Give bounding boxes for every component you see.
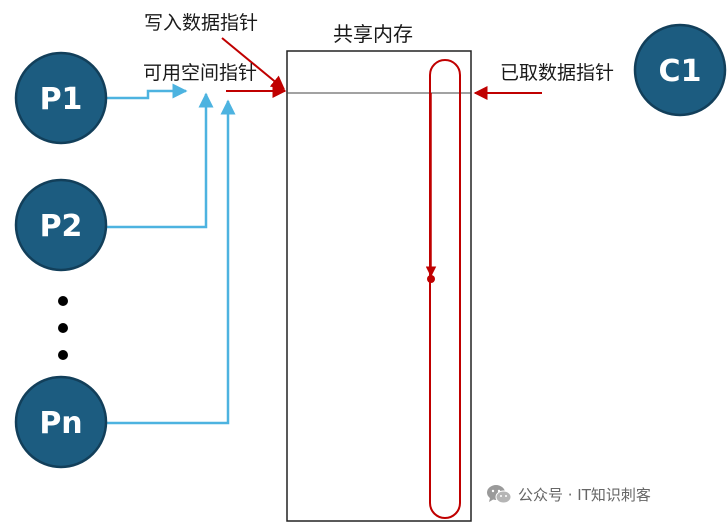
producer-node-p1: P1 bbox=[14, 51, 108, 145]
producer-node-pn: Pn bbox=[14, 375, 108, 469]
current-position-dot bbox=[427, 275, 435, 283]
wechat-icon bbox=[487, 485, 512, 504]
write-pointer-label: 写入数据指针 bbox=[144, 12, 258, 34]
consumer-c1-label: C1 bbox=[659, 54, 702, 89]
ellipsis-dot bbox=[58, 296, 68, 306]
read-pointer-label: 已取数据指针 bbox=[500, 62, 614, 84]
p1-connector bbox=[107, 83, 188, 100]
pn-connector bbox=[107, 99, 236, 425]
producer-pn-label: Pn bbox=[39, 406, 82, 441]
shared-memory-label: 共享内存 bbox=[333, 22, 413, 46]
p2-connector bbox=[107, 92, 214, 229]
ellipsis-dot bbox=[58, 323, 68, 333]
ring-buffer-loop bbox=[429, 59, 461, 519]
write-pointer-arrow bbox=[221, 37, 286, 90]
watermark-text: 公众号 · IT知识刺客 bbox=[518, 485, 651, 504]
watermark: 公众号 · IT知识刺客 bbox=[486, 482, 651, 506]
ellipsis-dot bbox=[58, 350, 68, 360]
producer-p2-label: P2 bbox=[40, 209, 83, 244]
consumer-node-c1: C1 bbox=[633, 23, 727, 117]
producer-p1-label: P1 bbox=[40, 82, 83, 117]
ellipsis-dots bbox=[58, 296, 68, 360]
available-space-pointer-label: 可用空间指针 bbox=[143, 62, 257, 84]
shared-memory-box bbox=[286, 50, 472, 522]
producer-node-p2: P2 bbox=[14, 178, 108, 272]
